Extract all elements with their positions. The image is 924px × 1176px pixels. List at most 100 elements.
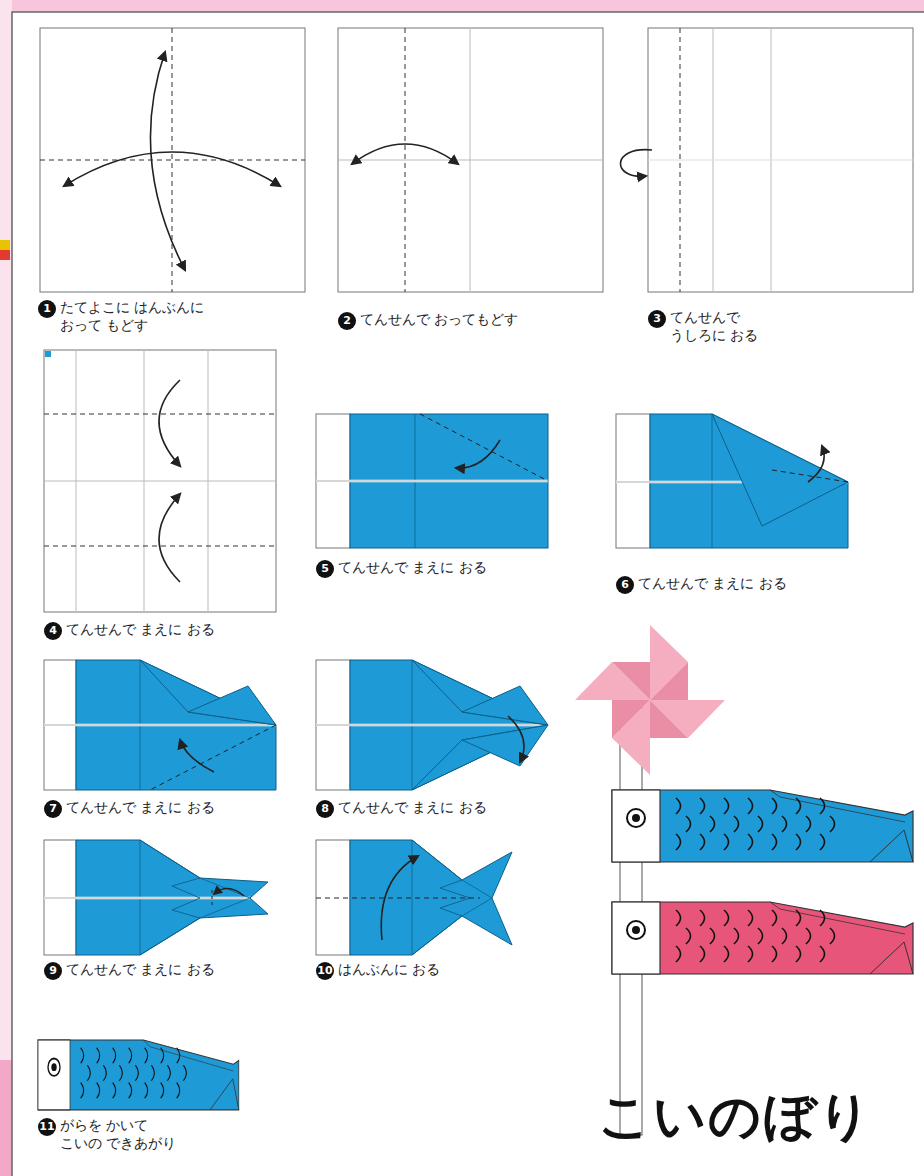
step-caption: がらを かいて こいの できあがり bbox=[60, 1116, 188, 1152]
step7-fold bbox=[44, 660, 276, 790]
drawing-part bbox=[508, 716, 524, 762]
drawing-part bbox=[612, 700, 650, 775]
drawing-part bbox=[200, 898, 250, 918]
step-number: 7 bbox=[44, 800, 62, 818]
drawing-part bbox=[44, 898, 250, 899]
step5-fold bbox=[316, 414, 548, 548]
drawing-part bbox=[352, 144, 458, 164]
drawing-part bbox=[650, 700, 725, 738]
drawing-part bbox=[0, 250, 10, 260]
drawing-part bbox=[612, 662, 650, 700]
drawing-part bbox=[316, 481, 548, 482]
drawing-part bbox=[159, 380, 180, 466]
step10-fold bbox=[316, 840, 512, 955]
drawing-part bbox=[462, 725, 548, 766]
drawing-part bbox=[338, 28, 603, 292]
step-number: 4 bbox=[44, 622, 62, 640]
step3-square bbox=[620, 28, 913, 292]
finished-fish bbox=[38, 1040, 239, 1110]
drawing-part bbox=[40, 28, 305, 292]
drawing-part bbox=[612, 700, 650, 775]
step-caption: てんせんで まえに おる bbox=[66, 798, 215, 816]
drawing-part bbox=[140, 660, 276, 725]
drawing-part bbox=[0, 240, 10, 250]
step9-fold bbox=[44, 840, 268, 955]
drawing-part bbox=[712, 414, 848, 526]
drawing-part bbox=[44, 725, 276, 726]
drawing-part bbox=[575, 662, 650, 700]
drawing-part bbox=[12, 12, 924, 1176]
drawing-part bbox=[462, 880, 492, 898]
step-caption: てんせんで まえに おる bbox=[66, 960, 215, 978]
drawing-part bbox=[40, 160, 305, 161]
drawing-part bbox=[150, 52, 185, 270]
drawing-part bbox=[462, 686, 548, 725]
drawing-part bbox=[180, 740, 214, 772]
step-number: 2 bbox=[338, 312, 356, 330]
drawing-part bbox=[150, 725, 276, 790]
drawing-part bbox=[420, 414, 548, 481]
step-caption: たてよこに はんぶんに おって もどす bbox=[60, 298, 235, 334]
step-caption: てんせんで まえに おる bbox=[66, 620, 215, 638]
step6-fold bbox=[616, 414, 848, 548]
drawing-part bbox=[212, 890, 213, 906]
drawing-part bbox=[412, 840, 413, 955]
drawing-part bbox=[620, 150, 652, 177]
drawing-part bbox=[456, 440, 500, 468]
drawing-part bbox=[140, 840, 200, 955]
step-number: 3 bbox=[648, 310, 666, 328]
drawing-part bbox=[316, 480, 548, 483]
title: こいのぼり bbox=[598, 1082, 873, 1152]
step-number: 8 bbox=[316, 800, 334, 818]
step4-square bbox=[44, 350, 276, 612]
drawing-part bbox=[462, 898, 492, 916]
drawing-part bbox=[412, 660, 548, 725]
drawing-part bbox=[188, 686, 276, 725]
pink-carp bbox=[612, 902, 913, 974]
step-caption: てんせんで おってもどす bbox=[360, 310, 518, 328]
drawing-part bbox=[648, 160, 913, 161]
step-number: 9 bbox=[44, 962, 62, 980]
drawing-part bbox=[0, 1060, 12, 1176]
step-number: 5 bbox=[316, 560, 334, 578]
drawing-part bbox=[316, 724, 548, 727]
step-number: 1 bbox=[38, 300, 56, 318]
blue-carp bbox=[612, 790, 913, 862]
drawing-part bbox=[64, 152, 280, 186]
drawing-part bbox=[338, 160, 603, 161]
step-number: 6 bbox=[616, 576, 634, 594]
drawing-part bbox=[650, 625, 688, 700]
drawing-part bbox=[650, 700, 725, 738]
drawing-part bbox=[381, 856, 418, 940]
drawing-part bbox=[575, 662, 650, 700]
step-caption: てんせんで うしろに おる bbox=[670, 308, 782, 344]
drawing-part bbox=[316, 725, 548, 726]
drawing-part bbox=[412, 725, 548, 790]
drawing-part bbox=[0, 0, 12, 1176]
drawing-part bbox=[650, 700, 688, 738]
step-caption: はんぶんに おる bbox=[338, 960, 440, 978]
drawing-part bbox=[200, 878, 250, 898]
step-number: 11 bbox=[38, 1118, 56, 1136]
step-caption: てんせんで まえに おる bbox=[638, 574, 787, 592]
step1-square bbox=[40, 28, 305, 292]
step-number: 10 bbox=[316, 962, 334, 980]
step-caption: てんせんで まえに おる bbox=[338, 558, 487, 576]
drawing-part bbox=[808, 446, 824, 482]
drawing-part bbox=[44, 897, 250, 900]
drawing-part bbox=[159, 494, 180, 582]
pinwheel bbox=[575, 625, 725, 775]
drawing-part bbox=[214, 888, 244, 896]
drawing-part bbox=[44, 350, 276, 612]
drawing-part bbox=[172, 28, 173, 292]
drawing-part bbox=[612, 700, 650, 738]
drawing-part bbox=[45, 351, 51, 357]
drawing-part bbox=[44, 481, 276, 482]
drawing-part bbox=[650, 662, 688, 700]
step-caption: てんせんで まえに おる bbox=[338, 798, 487, 816]
step2-square bbox=[338, 28, 603, 292]
drawing-part bbox=[650, 625, 688, 700]
drawing-part bbox=[648, 28, 913, 292]
